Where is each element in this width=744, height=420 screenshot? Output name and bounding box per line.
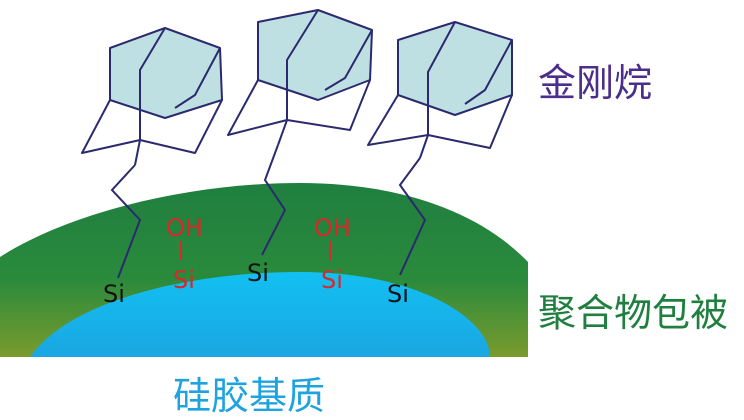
adamantane-molecule-3 (367, 21, 513, 159)
si-atom-2: Si (247, 259, 269, 287)
linker-chain-2 (261, 144, 287, 256)
linker-chain-3 (398, 157, 427, 276)
silanol-oh-2: OH (314, 214, 351, 242)
silanol-oh-1: OH (166, 214, 203, 242)
silica-substrate-layer (30, 272, 490, 357)
adamantane-molecule-1 (81, 27, 223, 166)
polymer-coating-label: 聚合物包被 (538, 291, 729, 335)
linker-chain-1 (110, 164, 142, 279)
adamantane-label: 金刚烷 (538, 61, 653, 105)
silica-substrate-label: 硅胶基质 (173, 374, 326, 418)
si-atom-1: Si (103, 280, 125, 308)
silanol-si-1: Si (173, 266, 195, 294)
silanol-si-2: Si (321, 266, 343, 294)
adamantane-molecule-2 (227, 9, 373, 146)
si-atom-3: Si (387, 280, 409, 308)
